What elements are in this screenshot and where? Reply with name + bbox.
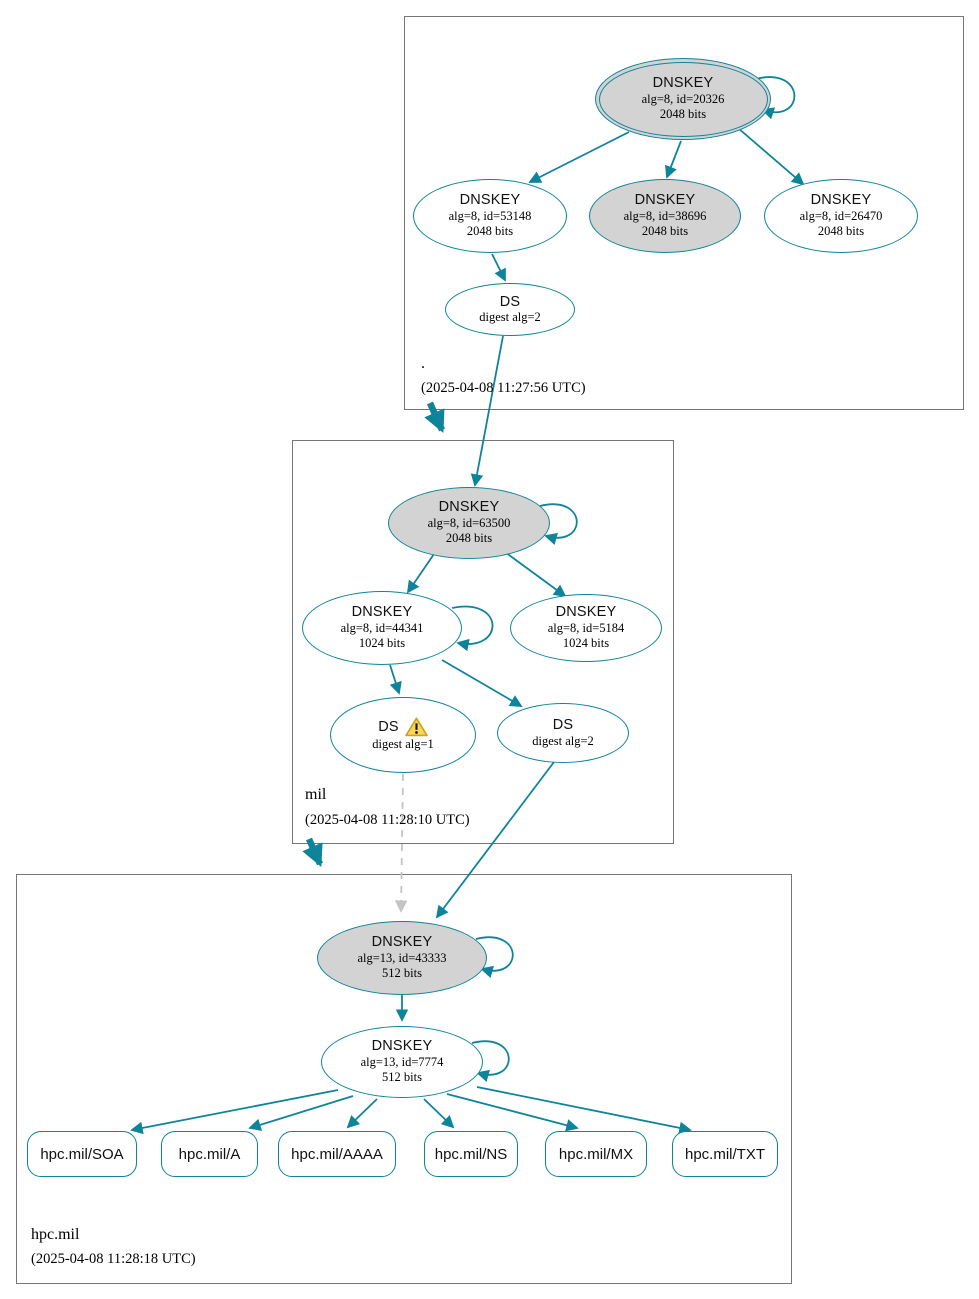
- rrset-label: hpc.mil/NS: [434, 1145, 508, 1163]
- edge-20326-26470: [737, 127, 805, 186]
- edge-selfsign-ksk43333: [475, 936, 514, 978]
- edge-53148-ds: [491, 253, 506, 282]
- node-bits: 2048 bits: [466, 224, 514, 239]
- zone-box-root: [404, 16, 964, 410]
- zone-label-hpc-mil: hpc.mil: [31, 1226, 80, 1243]
- edge-selfsign-7774: [471, 1040, 510, 1082]
- node-title: DNSKEY: [634, 192, 696, 209]
- rrset-node-a[interactable]: hpc.mil/A: [161, 1131, 258, 1177]
- edge-7774-ns: [423, 1098, 455, 1129]
- dnskey-node-5184[interactable]: DNSKEY alg=8, id=5184 1024 bits: [510, 594, 662, 662]
- rrset-label: hpc.mil/AAAA: [291, 1145, 383, 1163]
- dnskey-node-63500-ksk[interactable]: DNSKEY alg=8, id=63500 2048 bits: [388, 487, 550, 559]
- zone-box-hpc-mil: [16, 874, 792, 1284]
- node-bits: 512 bits: [382, 966, 422, 981]
- edge-delegation-root-mil: [424, 401, 445, 434]
- node-title: DS: [499, 293, 521, 310]
- rrset-node-mx[interactable]: hpc.mil/MX: [545, 1131, 647, 1177]
- node-alg-id: alg=8, id=5184: [547, 621, 625, 636]
- edge-7774-aaaa: [346, 1098, 378, 1129]
- warning-icon: [404, 717, 428, 737]
- node-title: DNSKEY: [555, 604, 617, 621]
- node-alg-id: alg=8, id=53148: [448, 209, 532, 224]
- edge-7774-a: [248, 1095, 354, 1131]
- edge-selfsign-44341: [451, 605, 494, 652]
- edge-7774-soa: [130, 1089, 339, 1135]
- edge-delegation-mil-hpcmil: [302, 837, 323, 868]
- node-title: DNSKEY: [351, 604, 413, 621]
- node-bits: 1024 bits: [562, 636, 610, 651]
- node-bits: 2048 bits: [445, 531, 493, 546]
- rrset-node-txt[interactable]: hpc.mil/TXT: [672, 1131, 778, 1177]
- node-digest: digest alg=2: [479, 310, 541, 325]
- zone-label-root: .: [421, 355, 425, 372]
- node-alg-id: alg=8, id=26470: [799, 209, 883, 224]
- dnskey-node-43333-ksk[interactable]: DNSKEY alg=13, id=43333 512 bits: [317, 921, 487, 995]
- node-bits: 1024 bits: [358, 636, 406, 651]
- rrset-node-aaaa[interactable]: hpc.mil/AAAA: [278, 1131, 396, 1177]
- node-bits: 2048 bits: [659, 107, 707, 122]
- node-title: DNSKEY: [371, 1038, 433, 1055]
- node-bits: 2048 bits: [817, 224, 865, 239]
- node-alg-id: alg=8, id=38696: [623, 209, 707, 224]
- node-title: DS: [552, 717, 574, 734]
- node-alg-id: alg=8, id=63500: [427, 516, 511, 531]
- node-title: DNSKEY: [438, 499, 500, 516]
- node-alg-id: alg=13, id=7774: [360, 1055, 444, 1070]
- rrset-node-soa[interactable]: hpc.mil/SOA: [27, 1131, 137, 1177]
- edge-7774-mx: [446, 1093, 579, 1132]
- edge-20326-38696: [665, 140, 682, 179]
- edge-44341-ds1: [389, 664, 402, 695]
- dnskey-node-44341[interactable]: DNSKEY alg=8, id=44341 1024 bits: [302, 591, 462, 665]
- node-bits: 512 bits: [382, 1070, 422, 1085]
- edge-63500-44341: [406, 553, 435, 594]
- node-digest: digest alg=1: [372, 737, 434, 752]
- ds-node-mil-alg1[interactable]: DS digest alg=1: [330, 697, 476, 773]
- node-title: DNSKEY: [810, 192, 872, 209]
- rrset-node-ns[interactable]: hpc.mil/NS: [424, 1131, 518, 1177]
- node-title: DNSKEY: [652, 75, 714, 92]
- edge-ds2-43333: [435, 761, 555, 919]
- rrset-label: hpc.mil/MX: [558, 1145, 634, 1163]
- node-title: DS: [378, 719, 399, 736]
- edge-63500-5184: [504, 551, 567, 598]
- ds-node-root[interactable]: DS digest alg=2: [445, 283, 575, 336]
- edge-7774-txt: [476, 1086, 692, 1135]
- edge-rootds-63500: [470, 335, 504, 487]
- zone-timestamp-mil: (2025-04-08 11:28:10 UTC): [305, 812, 470, 828]
- dnskey-node-20326-ksk[interactable]: DNSKEY alg=8, id=20326 2048 bits: [595, 58, 771, 140]
- node-alg-id: alg=8, id=44341: [340, 621, 424, 636]
- ds-node-mil-alg2[interactable]: DS digest alg=2: [497, 703, 629, 763]
- edge-selfsign-ksk63500: [539, 503, 578, 545]
- rrset-label: hpc.mil/A: [178, 1145, 241, 1163]
- dnskey-node-38696[interactable]: DNSKEY alg=8, id=38696 2048 bits: [589, 179, 741, 253]
- zone-timestamp-hpc-mil: (2025-04-08 11:28:18 UTC): [31, 1251, 196, 1267]
- node-alg-id: alg=8, id=20326: [641, 92, 725, 107]
- edge-ds1-43333-insecure: [394, 773, 408, 913]
- edge-selfsign-ksk20326: [755, 76, 796, 120]
- zone-label-mil: mil: [305, 786, 327, 803]
- dnskey-node-26470[interactable]: DNSKEY alg=8, id=26470 2048 bits: [764, 179, 918, 253]
- zone-timestamp-root: (2025-04-08 11:27:56 UTC): [421, 380, 586, 396]
- node-title: DNSKEY: [459, 192, 521, 209]
- node-alg-id: alg=13, id=43333: [357, 951, 447, 966]
- edge-44341-ds2: [441, 659, 523, 707]
- rrset-label: hpc.mil/TXT: [684, 1145, 765, 1163]
- node-bits: 2048 bits: [641, 224, 689, 239]
- edge-20326-53148: [528, 131, 630, 183]
- dnskey-node-53148[interactable]: DNSKEY alg=8, id=53148 2048 bits: [413, 179, 567, 253]
- node-digest: digest alg=2: [532, 733, 594, 748]
- rrset-label: hpc.mil/SOA: [40, 1145, 124, 1163]
- node-title: DNSKEY: [371, 934, 433, 951]
- dnskey-node-7774[interactable]: DNSKEY alg=13, id=7774 512 bits: [321, 1026, 483, 1098]
